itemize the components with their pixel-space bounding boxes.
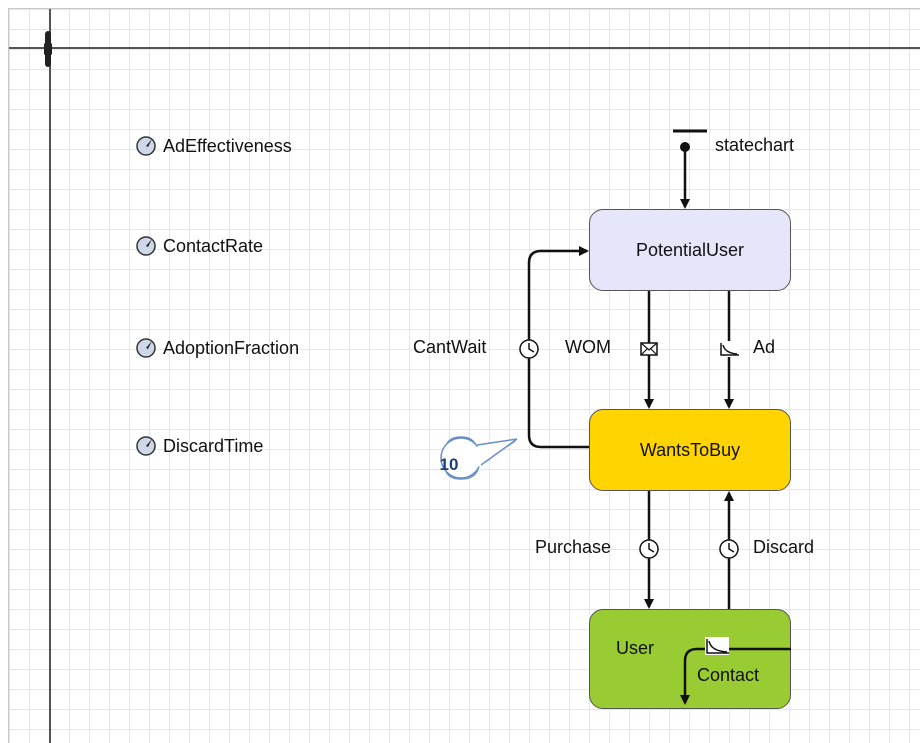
parameter-discardtime[interactable]: DiscardTime <box>135 435 263 457</box>
callout-number: 10 <box>439 455 459 474</box>
diagram-canvas[interactable]: AdEffectiveness ContactRate AdoptionFrac… <box>8 8 920 743</box>
contact-label: Contact <box>697 665 760 685</box>
parameter-gauge-icon <box>136 236 156 256</box>
parameter-label: DiscardTime <box>163 435 264 456</box>
envelope-icon <box>640 342 658 356</box>
state-label: PotentialUser <box>635 239 745 260</box>
parameter-adoptionfraction[interactable]: AdoptionFraction <box>135 337 299 359</box>
state-wantstobuy[interactable]: WantsToBuy <box>589 409 791 491</box>
parameter-adeffectiveness[interactable]: AdEffectiveness <box>135 135 292 157</box>
wom-label: WOM <box>565 337 611 357</box>
state-potentialuser[interactable]: PotentialUser <box>589 209 791 291</box>
parameter-label: AdEffectiveness <box>163 135 292 156</box>
vertical-axis-line <box>49 9 51 743</box>
horizontal-axis-line <box>9 47 920 49</box>
parameter-gauge-icon <box>136 436 156 456</box>
origin-anchor-icon[interactable] <box>44 31 52 67</box>
ad-label: Ad <box>753 337 776 357</box>
state-label: WantsToBuy <box>639 439 741 460</box>
parameter-label: AdoptionFraction <box>163 337 300 358</box>
transitions-layer <box>440 129 791 705</box>
clock-icon <box>519 339 539 359</box>
state-user[interactable]: User <box>589 609 791 709</box>
clock-icon <box>639 539 659 559</box>
parameter-contactrate[interactable]: ContactRate <box>135 235 263 257</box>
parameter-gauge-icon <box>136 136 156 156</box>
cantwait-label: CantWait <box>413 337 487 357</box>
parameter-gauge-icon <box>136 338 156 358</box>
discard-label: Discard <box>753 537 815 557</box>
purchase-label: Purchase <box>535 537 612 557</box>
clock-icon <box>719 539 739 559</box>
statechart-name-label: statechart <box>715 135 795 155</box>
rate-curve-icon <box>719 341 739 357</box>
parameter-label: ContactRate <box>163 235 264 256</box>
state-label: User <box>616 638 655 658</box>
